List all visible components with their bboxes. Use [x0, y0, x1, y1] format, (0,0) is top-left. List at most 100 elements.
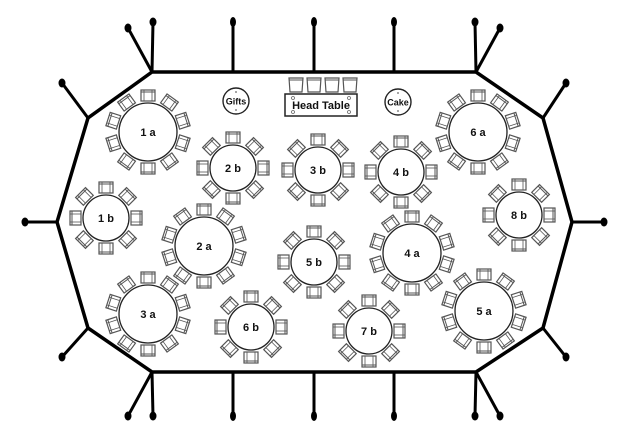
chair-back	[118, 95, 131, 105]
chair-seat	[174, 316, 191, 335]
chair-seat	[393, 135, 409, 148]
chair-icon	[404, 283, 420, 296]
chair-slat	[247, 139, 256, 148]
guy-rope	[60, 82, 90, 119]
chair-slat	[508, 137, 520, 142]
chair-slat	[176, 114, 187, 119]
table-4b: 4 b	[364, 135, 438, 209]
chair-slat	[533, 186, 542, 195]
chair-slat	[539, 192, 548, 201]
chair-seat	[361, 294, 377, 307]
chair-slat	[372, 186, 381, 195]
chair-seat	[116, 152, 137, 171]
chair-back	[443, 291, 449, 306]
chair-seat	[380, 273, 401, 292]
chair-slat	[265, 347, 274, 356]
chair-seat	[201, 136, 222, 157]
chair-icon	[74, 186, 95, 207]
chair-seat	[306, 286, 322, 299]
chair-slat	[456, 159, 464, 169]
chair-seat	[369, 140, 390, 161]
chair-icon	[412, 183, 433, 204]
chair-slat	[383, 302, 392, 311]
chair-icon	[380, 273, 401, 292]
chair-slat	[492, 95, 500, 105]
chair-seat	[281, 162, 294, 178]
chair-seat	[504, 111, 521, 130]
chair-slat	[498, 338, 506, 348]
table-top	[345, 307, 393, 355]
chair-slat	[218, 273, 226, 283]
chair-seat	[446, 93, 467, 112]
chair-slat	[505, 333, 513, 343]
chair-icon	[423, 214, 444, 233]
chair-slat	[383, 275, 391, 285]
chair-back	[537, 185, 549, 197]
chair-slat	[119, 154, 127, 164]
chair-icon	[244, 179, 265, 200]
chair-icon	[369, 183, 390, 204]
chair-seat	[214, 319, 227, 335]
tent-stake-icon	[230, 411, 236, 421]
chair-icon	[243, 351, 259, 364]
chair-icon	[482, 207, 495, 223]
chair-seat	[140, 162, 156, 175]
tent-stake-icon	[230, 17, 236, 27]
chair-icon	[219, 338, 240, 359]
chair-seat	[243, 290, 259, 303]
table-7b: 7 b	[332, 294, 406, 368]
chair-seat	[380, 342, 401, 363]
chair-back	[495, 95, 508, 105]
chair-back	[537, 233, 549, 245]
chair-icon	[196, 276, 212, 289]
chair-icon	[380, 214, 401, 233]
table-label: 4 b	[393, 167, 409, 179]
chair-slat	[228, 298, 237, 307]
chair-slat	[505, 279, 513, 289]
chair-seat	[361, 355, 377, 368]
chair-seat	[310, 194, 326, 207]
chair-slat	[340, 308, 349, 317]
chair-seat	[476, 268, 492, 281]
chair-back	[437, 112, 443, 127]
chair-icon	[476, 341, 492, 354]
chair-icon	[412, 140, 433, 161]
table-6b: 6 b	[214, 290, 288, 364]
chair-icon	[201, 179, 222, 200]
chair-seat	[161, 225, 178, 244]
guy-rope	[473, 21, 478, 73]
chair-slat	[109, 327, 120, 332]
chair-icon	[281, 162, 294, 178]
chair-slat	[178, 122, 190, 127]
chair-seat	[441, 313, 458, 332]
chair-icon	[105, 111, 122, 130]
chair-slat	[126, 341, 134, 351]
chair-icon	[286, 138, 307, 159]
chair-back	[339, 349, 351, 361]
chair-icon	[262, 295, 283, 316]
chair-seat	[174, 293, 191, 312]
chair-seat	[196, 203, 212, 216]
table-top	[290, 238, 338, 286]
chair-icon	[393, 323, 406, 339]
chair-icon	[196, 160, 209, 176]
chair-seat	[277, 254, 290, 270]
chair-icon	[470, 89, 486, 102]
chair-back	[174, 209, 187, 219]
chair-slat	[83, 189, 92, 198]
chair-seat	[495, 272, 516, 291]
chair-seat	[105, 316, 122, 335]
chair-slat	[498, 274, 506, 284]
table-top	[448, 102, 508, 162]
peg-icon	[397, 92, 399, 94]
chair-icon	[275, 319, 288, 335]
chair-icon	[116, 93, 137, 112]
chair-slat	[433, 221, 441, 231]
chair-back	[183, 294, 189, 309]
chair-back	[519, 316, 525, 331]
chair-slat	[289, 147, 298, 156]
chair-back	[124, 236, 136, 248]
chair-slat	[328, 282, 337, 291]
chair-seat	[337, 299, 358, 320]
chair-icon	[116, 334, 137, 353]
